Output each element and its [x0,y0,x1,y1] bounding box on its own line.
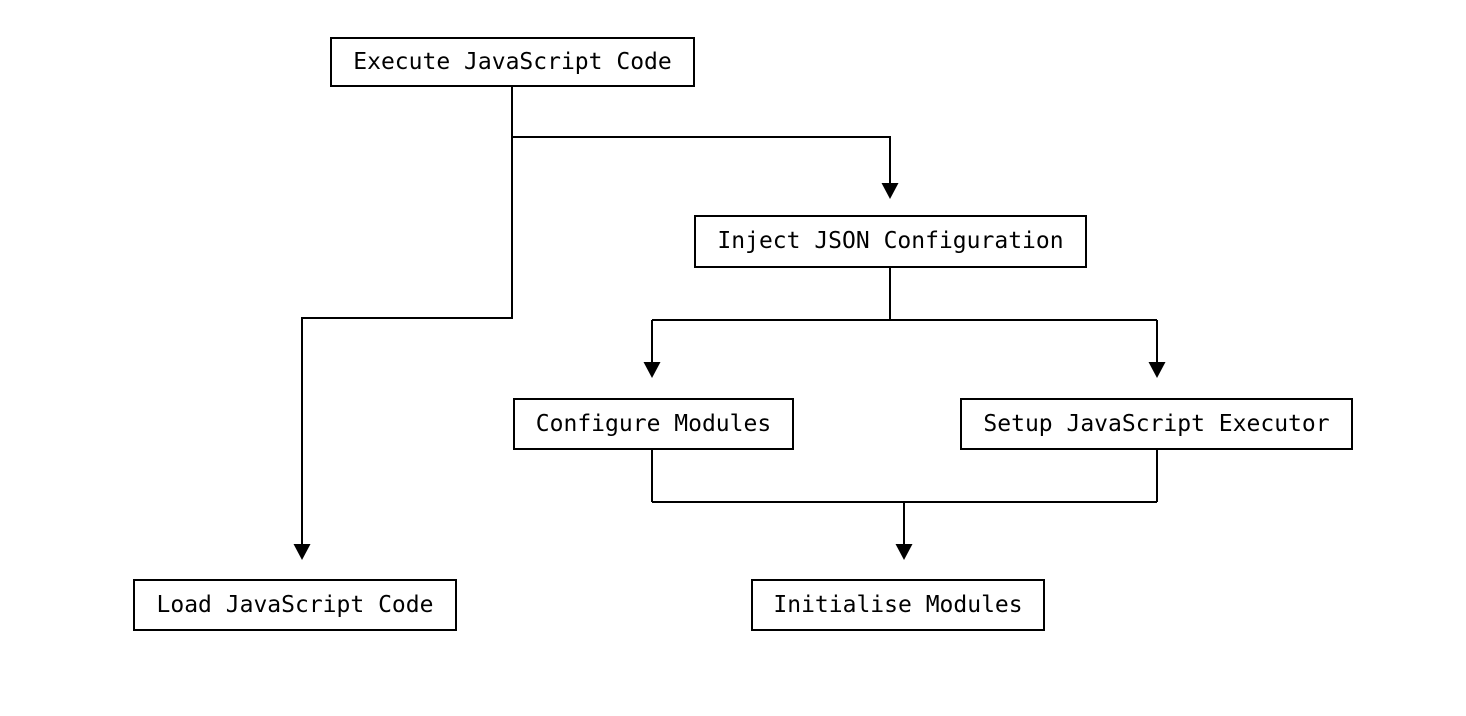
arrowhead-into-load [293,544,311,560]
arrowhead-into-inject [881,183,899,199]
node-label: Execute JavaScript Code [353,48,672,75]
node-label: Inject JSON Configuration [717,228,1064,254]
node-execute-javascript-code: Execute JavaScript Code [330,37,695,87]
node-load-javascript-code: Load JavaScript Code [133,579,457,631]
arrowhead-into-configure [643,362,661,378]
node-configure-modules: Configure Modules [513,398,794,450]
node-label: Setup JavaScript Executor [983,410,1330,437]
node-label: Configure Modules [535,410,772,437]
edge-execute-to-load-line [301,87,513,544]
node-setup-javascript-executor: Setup JavaScript Executor [960,398,1353,450]
node-label: Initialise Modules [773,591,1023,618]
node-label: Load JavaScript Code [156,591,434,618]
edge-execute-to-inject-line [512,136,891,183]
arrowhead-into-initialise [895,544,913,560]
arrowhead-into-setup [1148,362,1166,378]
node-inject-json-configuration: Inject JSON Configuration [694,215,1087,268]
node-initialise-modules: Initialise Modules [751,579,1045,631]
